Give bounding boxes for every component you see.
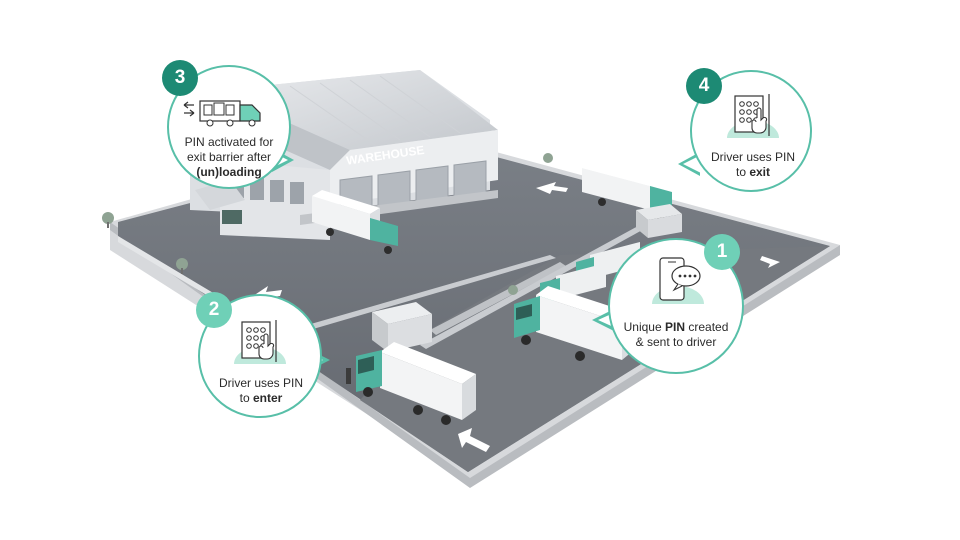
step-1-text: Unique PIN created & sent to driver: [612, 320, 740, 350]
trees: [102, 153, 553, 295]
step-1-pre: Unique: [623, 320, 665, 334]
step-2-pre: to: [239, 391, 253, 405]
step-1-bold: PIN: [665, 320, 686, 334]
phone-message-icon: [652, 257, 704, 304]
truck-at-dock: [312, 190, 398, 254]
entry-gatehouse: [372, 302, 432, 352]
keypad-icon: [727, 94, 779, 138]
step-1-post: created: [685, 320, 729, 334]
step-3-bold: (un)loading: [196, 165, 262, 179]
step-3-callout: 3 PIN activated for exit barrier after (…: [162, 60, 302, 195]
truck-entering: [356, 342, 476, 425]
step-4-bold: exit: [749, 165, 771, 179]
step-4-callout: 4 Driver uses PIN to exit: [668, 64, 818, 194]
step-1-badge: 1: [704, 234, 740, 270]
step-1-callout: 1 Unique PIN created & sent to driver: [592, 228, 752, 378]
keypad-icon: [234, 320, 286, 364]
entry-barrier-post: [346, 368, 351, 384]
step-2-line1: Driver uses PIN: [218, 376, 304, 390]
truck-exiting: [582, 162, 672, 220]
step-4-line1: Driver uses PIN: [710, 150, 796, 164]
step-4-badge: 4: [686, 68, 722, 104]
step-4-pre: to: [735, 165, 750, 179]
step-2-text: Driver uses PIN to enter: [206, 376, 316, 406]
exit-gatehouse: [636, 204, 682, 238]
step-3-line2: exit barrier after: [186, 150, 272, 164]
step-2-bold: enter: [253, 391, 283, 405]
step-3-line1: PIN activated for: [184, 135, 274, 149]
step-4-text: Driver uses PIN to exit: [698, 150, 808, 180]
step-2-callout: 2 Driver uses PIN to enter: [194, 286, 344, 422]
step-2-badge: 2: [196, 292, 232, 328]
step-3-badge: 3: [162, 60, 198, 96]
step-3-text: PIN activated for exit barrier after (un…: [172, 135, 286, 180]
step-1-line2: & sent to driver: [635, 335, 717, 349]
truck-icon: [183, 100, 261, 127]
